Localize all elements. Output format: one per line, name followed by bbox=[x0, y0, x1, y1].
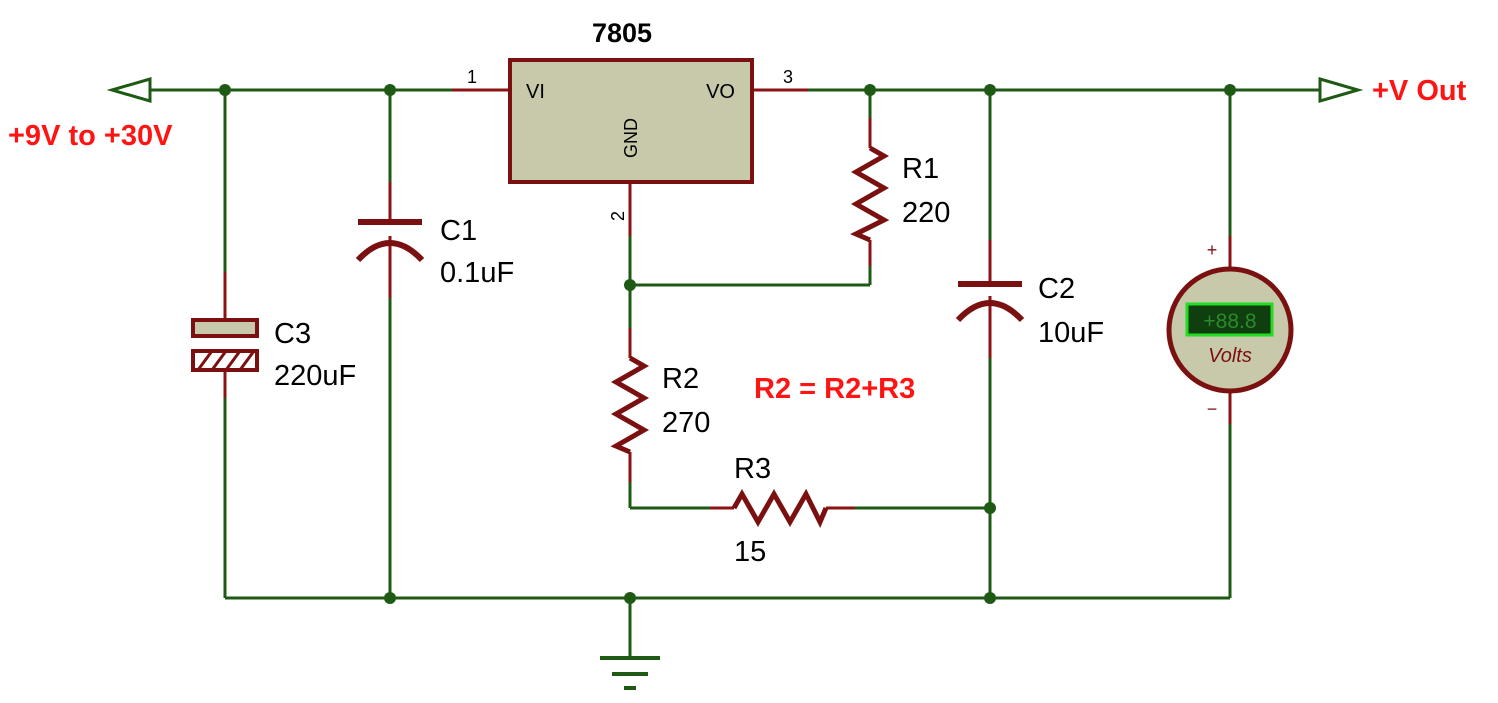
regulator-7805 bbox=[452, 58, 808, 236]
r1-value: 220 bbox=[902, 197, 950, 229]
pin3-number: 3 bbox=[783, 67, 793, 87]
resistor-r2 bbox=[610, 328, 650, 482]
c2-name: C2 bbox=[1038, 273, 1075, 305]
resistor-r1 bbox=[850, 118, 890, 266]
pin-vi-label: VI bbox=[526, 81, 545, 103]
r1-name: R1 bbox=[902, 153, 939, 185]
r3-name: R3 bbox=[734, 453, 771, 485]
voltmeter-unit: Volts bbox=[1208, 345, 1252, 367]
c3-name: C3 bbox=[274, 318, 311, 350]
capacitor-c2 bbox=[955, 240, 1025, 358]
voltmeter-plus: + bbox=[1207, 240, 1218, 260]
c2-value: 10uF bbox=[1038, 317, 1104, 349]
input-label: +9V to +30V bbox=[8, 120, 173, 152]
capacitor-c1 bbox=[355, 182, 425, 298]
capacitor-c3 bbox=[191, 272, 259, 398]
c3-value: 220uF bbox=[274, 360, 356, 392]
voltmeter-display bbox=[1185, 302, 1274, 337]
output-terminal bbox=[1318, 77, 1364, 103]
pin2-number: 2 bbox=[608, 211, 628, 221]
output-label: +V Out bbox=[1372, 75, 1467, 107]
voltmeter-reading: +88.8 bbox=[1203, 310, 1256, 333]
pin1-number: 1 bbox=[467, 67, 477, 87]
r3-value: 15 bbox=[734, 536, 766, 568]
ground-symbol bbox=[600, 656, 660, 690]
pin-gnd-label: GND bbox=[621, 118, 641, 158]
r2-name: R2 bbox=[662, 363, 699, 395]
c1-name: C1 bbox=[440, 215, 477, 247]
regulator-part-label: 7805 bbox=[592, 18, 652, 48]
junction-dots bbox=[219, 84, 1236, 604]
resistor-r3 bbox=[710, 488, 855, 528]
c1-value: 0.1uF bbox=[440, 257, 514, 289]
pin-vo-label: VO bbox=[706, 81, 735, 103]
r2-value: 270 bbox=[662, 407, 710, 439]
voltmeter bbox=[1166, 236, 1294, 424]
input-terminal bbox=[106, 77, 180, 103]
resistor-note: R2 = R2+R3 bbox=[754, 373, 915, 405]
voltmeter-minus: − bbox=[1207, 399, 1218, 419]
